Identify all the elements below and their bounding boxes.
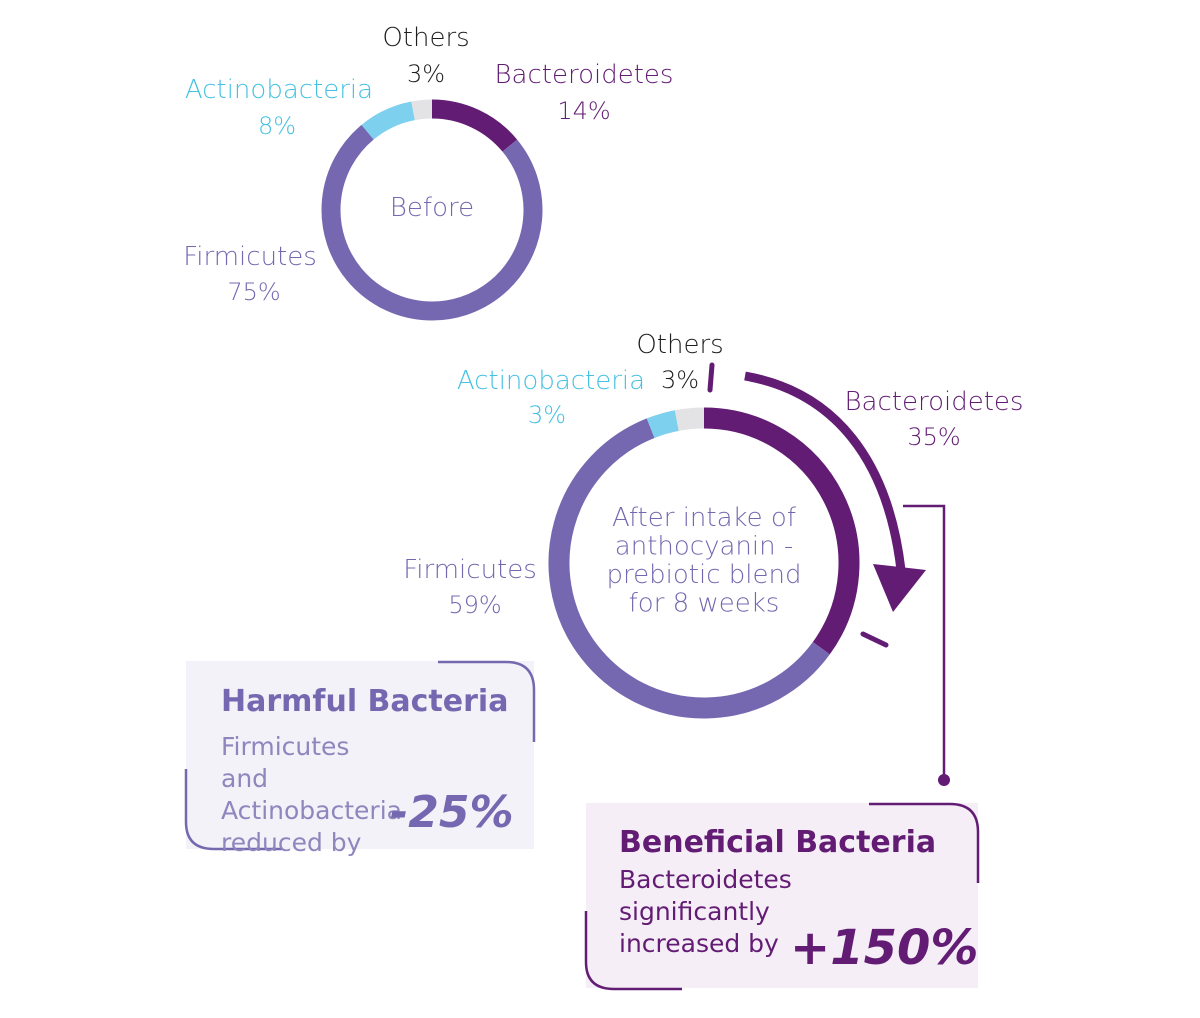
donut-after-center-line: for 8 weeks: [629, 589, 780, 619]
after-actinobacteria-name: Actinobacteria: [457, 366, 645, 396]
before-bacteroidetes-name: Bacteroidetes: [495, 60, 674, 90]
donut-slice-actinobacteria: [646, 410, 680, 439]
connector-dot: [938, 774, 950, 786]
donut-slice-firmicutes: [321, 124, 543, 321]
donut-after: [548, 407, 860, 719]
after-bacteroidetes-name: Bacteroidetes: [845, 387, 1024, 417]
beneficial-description: Bacteroidetes significantly increased by: [619, 865, 792, 958]
harmful-panel-bg: [186, 661, 534, 849]
beneficial-panel-corner-top: [869, 802, 980, 883]
harmful-panel-corner-top: [438, 660, 536, 742]
beneficial-panel-bg: [586, 803, 978, 988]
beneficial-title: Beneficial Bacteria: [619, 825, 937, 860]
donut-slice-bacteroidetes: [703, 407, 860, 655]
before-firmicutes-value: 75%: [227, 278, 280, 306]
donut-slice-actinobacteria: [361, 101, 416, 140]
after-others-value: 3%: [661, 366, 699, 394]
donut-after-center-line: After intake of: [612, 503, 797, 533]
connector-line: [903, 504, 946, 778]
before-actinobacteria-value: 8%: [258, 112, 296, 140]
after-firmicutes-name: Firmicutes: [403, 555, 537, 585]
donut-slice-others: [674, 407, 705, 431]
before-bacteroidetes-value: 14%: [557, 97, 610, 125]
donut-slice-firmicutes: [548, 418, 830, 719]
donut-before-center-label: Before: [390, 193, 474, 223]
before-actinobacteria-name: Actinobacteria: [185, 75, 373, 105]
before-others-value: 3%: [407, 60, 445, 88]
increase-arrow-head: [873, 564, 926, 612]
harmful-title: Harmful Bacteria: [221, 684, 509, 719]
donut-after-center-line: anthocyanin -: [615, 532, 793, 562]
donut-slice-bacteroidetes: [431, 99, 518, 152]
beneficial-panel-corner-bottom: [584, 911, 682, 991]
after-others-name: Others: [636, 330, 723, 360]
after-bacteroidetes-value: 35%: [907, 423, 960, 451]
increase-arrow-shaft: [744, 371, 906, 571]
before-firmicutes-name: Firmicutes: [183, 242, 317, 272]
donut-before: [321, 99, 543, 321]
end-tick-mark: [860, 631, 889, 648]
donut-slice-others: [411, 99, 433, 121]
start-tick-mark: [707, 362, 715, 393]
harmful-percentage: -25%: [390, 787, 514, 838]
beneficial-percentage: +150%: [790, 920, 979, 976]
harmful-description: Firmicutes and Actinobacteria reduced by: [221, 732, 402, 857]
after-actinobacteria-value: 3%: [528, 401, 566, 429]
harmful-panel-corner-bottom: [184, 769, 282, 851]
donut-after-center-line: prebiotic blend: [607, 560, 802, 590]
after-firmicutes-value: 59%: [448, 591, 501, 619]
before-others-name: Others: [382, 23, 469, 53]
